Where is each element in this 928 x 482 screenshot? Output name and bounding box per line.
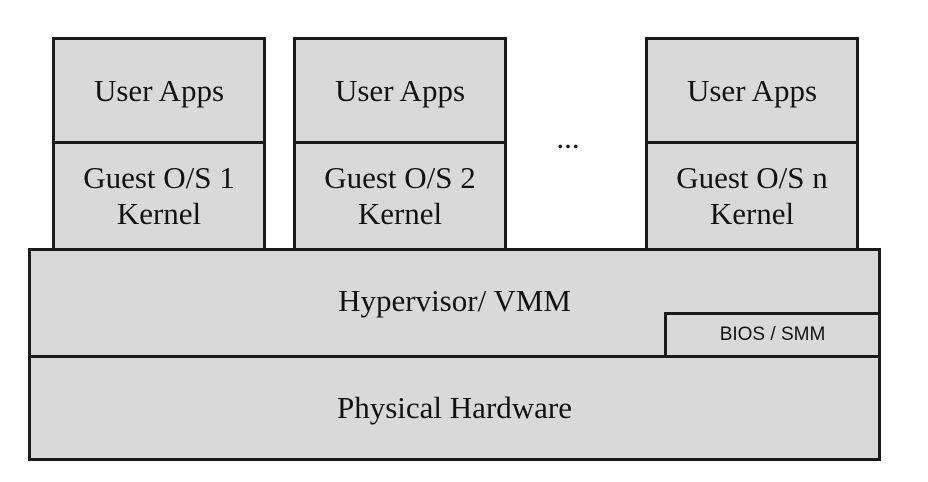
physical-hardware-box: Physical Hardware [28,355,881,461]
physical-hardware-label: Physical Hardware [337,390,572,425]
vmn-user-apps-label: User Apps [686,72,818,108]
bios-smm-box: BIOS / SMM [664,312,881,358]
vm2-user-apps-label: User Apps [334,72,466,108]
more-vms-ellipsis: ... [556,120,580,155]
vm2-guest-kernel-box: Guest O/S 2 Kernel [293,141,507,251]
bios-smm-label: BIOS / SMM [719,324,826,345]
hypervisor-label: Hypervisor/ VMM [338,283,571,318]
vm1-user-apps-label: User Apps [93,72,225,108]
vm1-guest-kernel-label: Guest O/S 1 Kernel [83,160,235,231]
vm2-guest-kernel-label: Guest O/S 2 Kernel [324,160,476,231]
vm1-user-apps-box: User Apps [52,37,266,144]
vm2-user-apps-box: User Apps [293,37,507,144]
vmn-user-apps-box: User Apps [645,37,859,144]
vm1-guest-kernel-box: Guest O/S 1 Kernel [52,141,266,251]
vmn-guest-kernel-label: Guest O/S n Kernel [676,160,828,231]
vmn-guest-kernel-box: Guest O/S n Kernel [645,141,859,251]
